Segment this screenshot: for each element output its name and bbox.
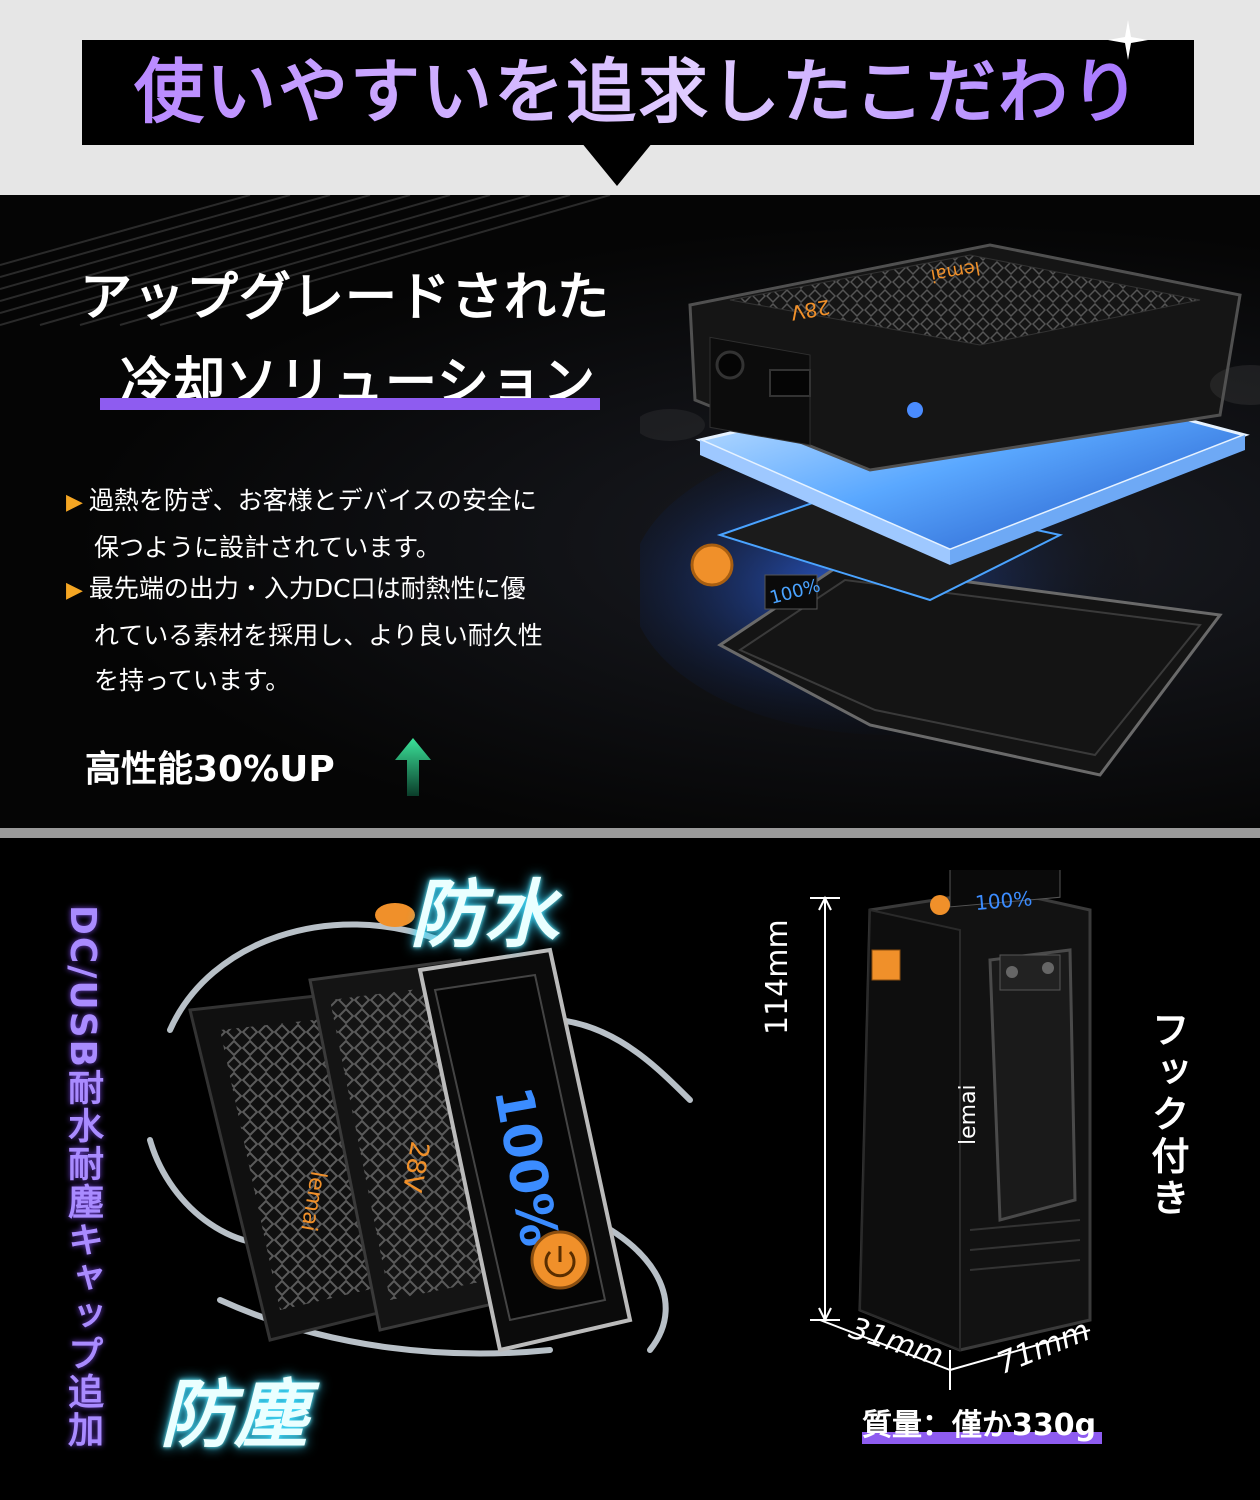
dimension-height-label: 114mm	[760, 919, 795, 1035]
dustproof-label: 防塵	[160, 1372, 308, 1458]
top-display-text: 100%	[974, 886, 1033, 915]
title-pointer	[581, 142, 653, 186]
weight-underline	[862, 1432, 1102, 1444]
performance-label: 高性能30%UP	[85, 749, 335, 790]
sparkle-icon	[1108, 20, 1148, 60]
bullet-text: 保つように設計されています。	[94, 533, 441, 562]
cap-caption: DC/USB耐水耐塵キャップ追加	[62, 905, 103, 1450]
bullet-text: を持っています。	[94, 666, 291, 695]
decorative-lines	[0, 195, 611, 326]
weight-label: 質量：僅か330g	[862, 1408, 1097, 1443]
bullet-item-dc-port: ▶最先端の出力・入力DC口は耐熱性に優 れている素材を採用し、より良い耐久性 を…	[66, 566, 586, 703]
hook-label: フック付き	[1145, 1010, 1189, 1220]
waterproof-device-illustration: lemai 28V 100%	[147, 903, 693, 1357]
arrow-up-icon	[395, 738, 431, 796]
dimension-device-illustration: 100% lemai	[810, 870, 1092, 1390]
section-divider	[0, 828, 1260, 838]
bullet-arrow-icon: ▶	[66, 578, 83, 603]
exploded-device-illustration: 100% 28V lemai	[640, 243, 1260, 777]
bullet-text: 過熱を防ぎ、お客様とデバイスの安全に	[88, 486, 537, 515]
bullet-text: れている素材を採用し、より良い耐久性	[94, 621, 543, 650]
board-display	[764, 574, 818, 610]
bullet-text: 最先端の出力・入力DC口は耐熱性に優	[88, 574, 526, 603]
heading-underline	[100, 398, 600, 410]
cooling-heading-line1: アップグレードされた	[80, 268, 611, 328]
body-brand-text: lemai	[956, 1084, 981, 1145]
bullet-arrow-icon: ▶	[66, 490, 83, 515]
page-title: 使いやすいを追求したこだわり	[82, 40, 1194, 145]
bullet-item-overheat: ▶過熱を防ぎ、お客様とデバイスの安全に 保つように設計されています。	[66, 478, 586, 570]
title-banner	[82, 40, 1194, 145]
waterproof-label: 防水	[410, 872, 558, 958]
